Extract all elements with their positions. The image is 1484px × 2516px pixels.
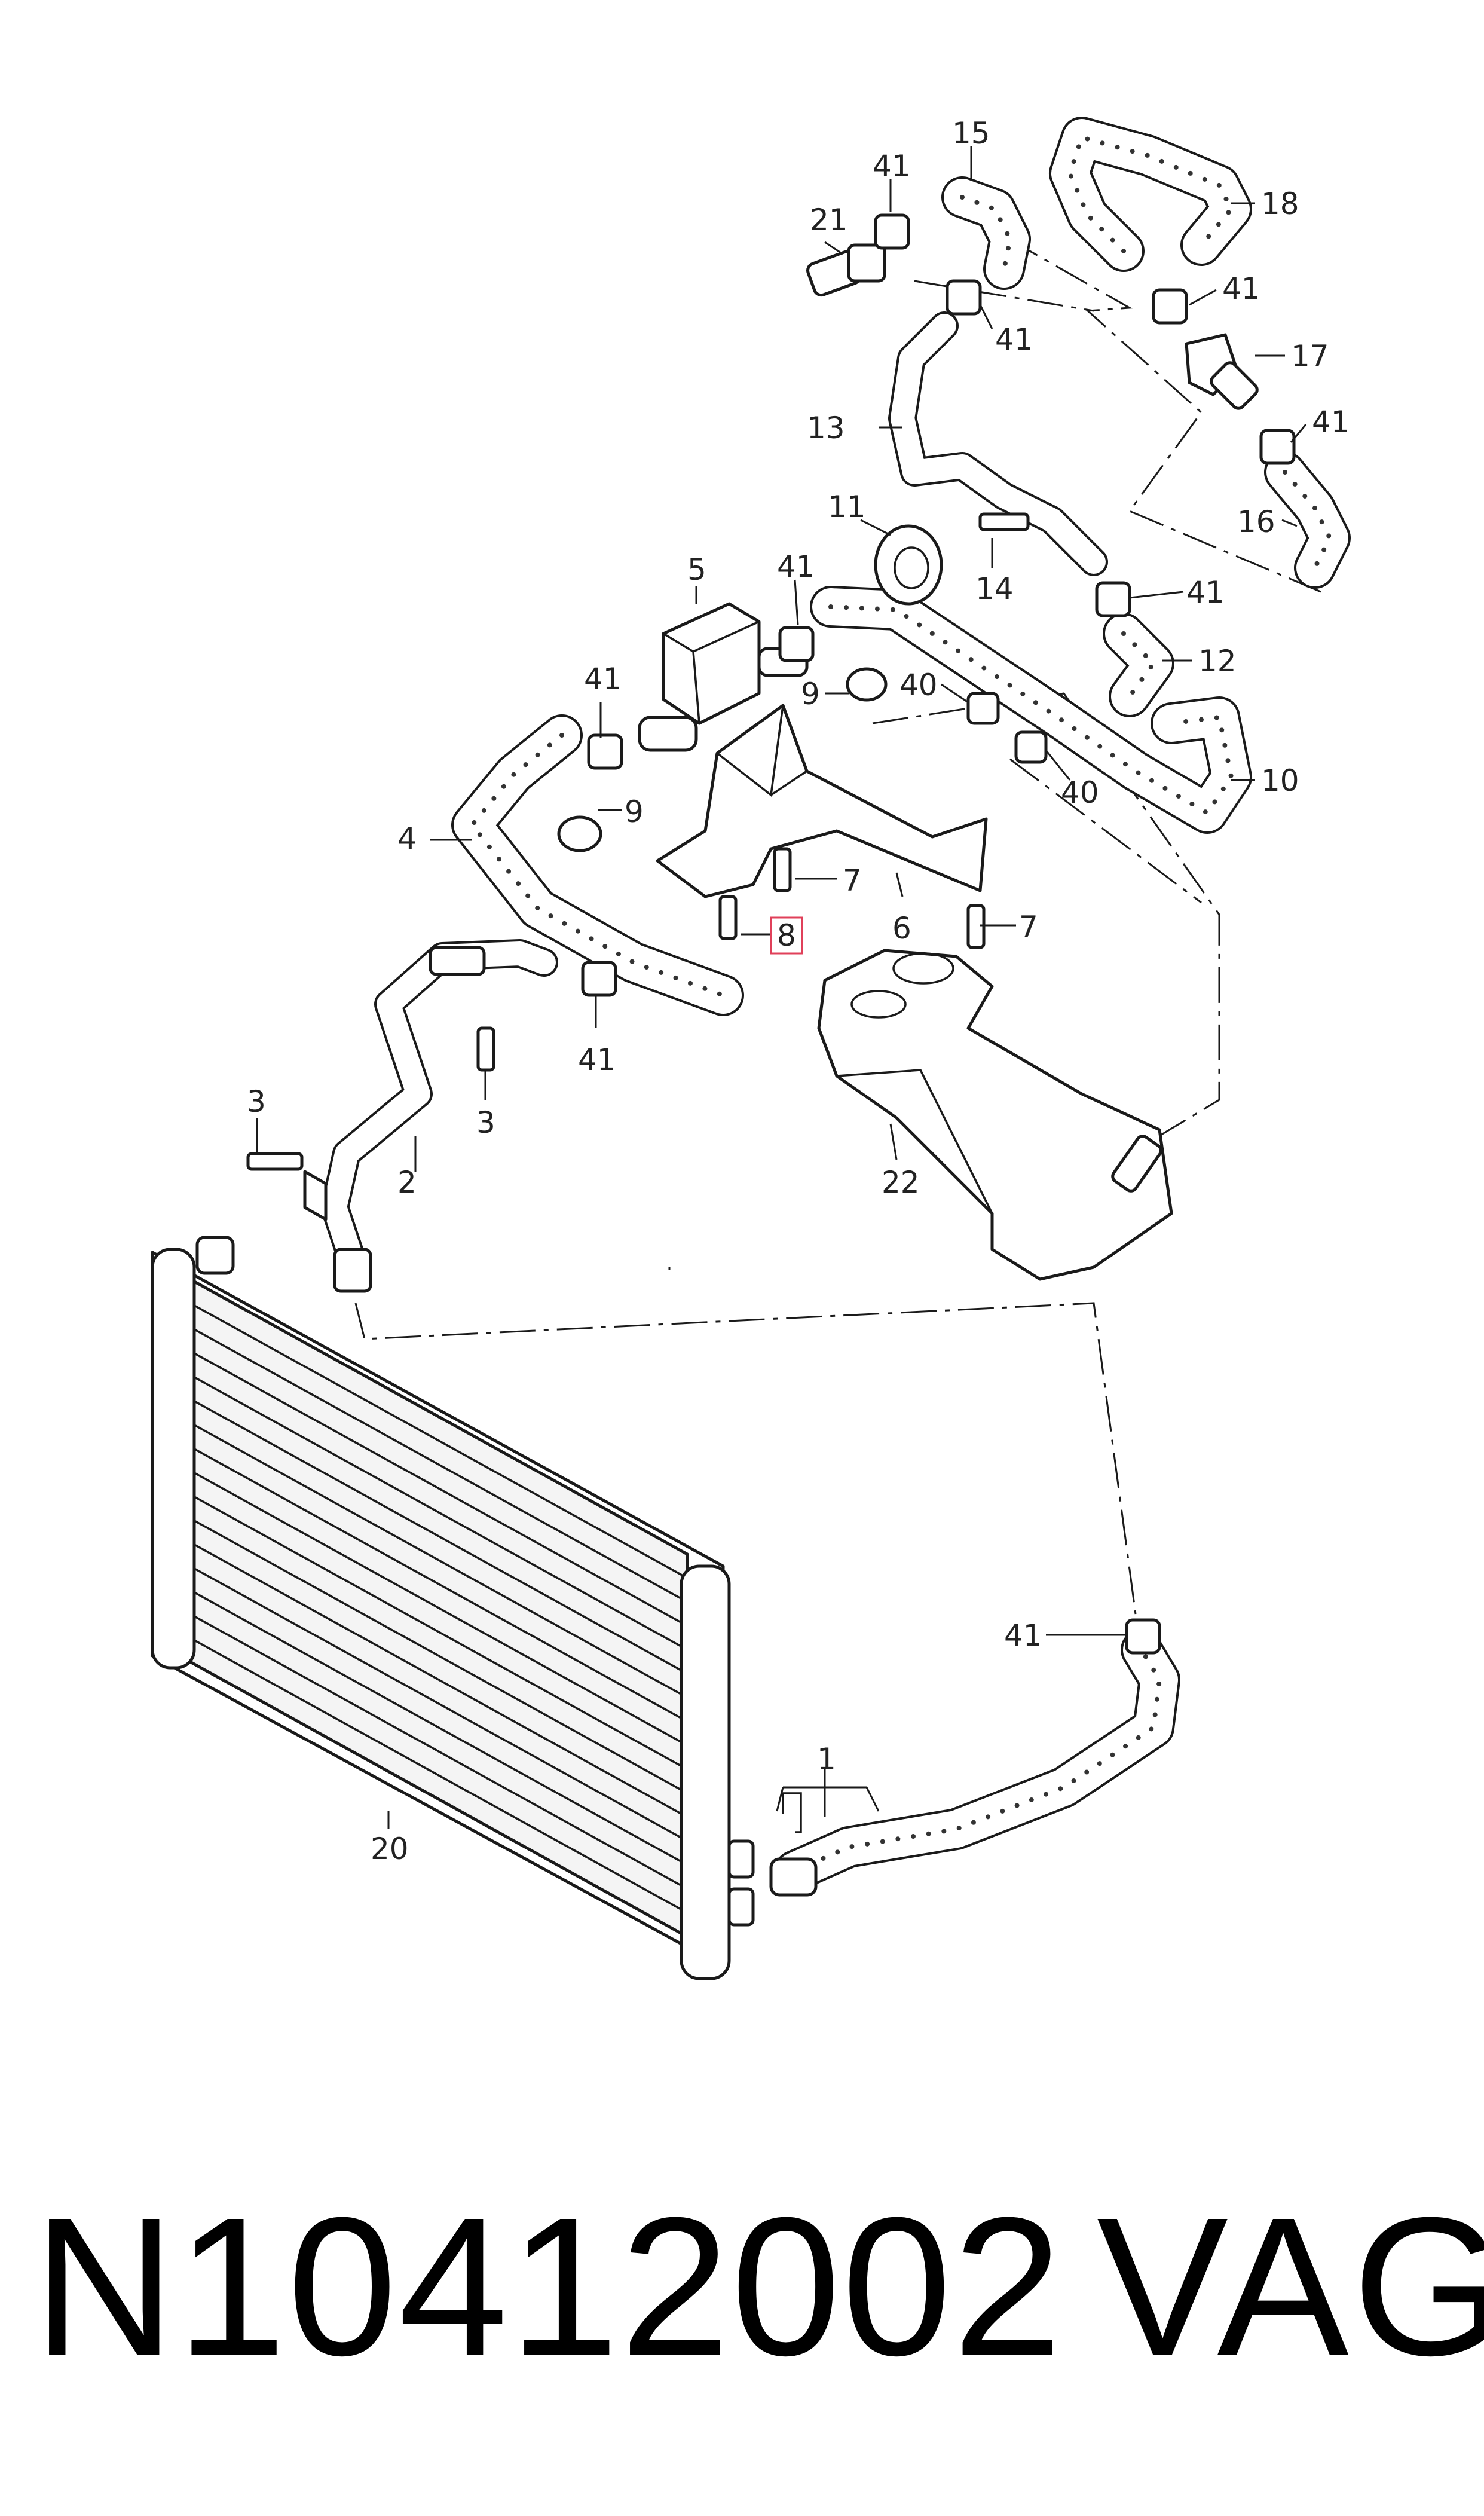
- label-12[interactable]: 12: [1198, 644, 1237, 678]
- label-41[interactable]: 41: [1222, 271, 1260, 306]
- hose-clamp[interactable]: [557, 815, 602, 852]
- label-11[interactable]: 11: [828, 490, 866, 524]
- hose-clamp[interactable]: [1152, 288, 1188, 325]
- connector-21[interactable]: [806, 243, 886, 297]
- label-22[interactable]: 22: [882, 1165, 920, 1200]
- hose-10[interactable]: [810, 586, 1252, 834]
- label-7[interactable]: 7: [1019, 910, 1038, 944]
- connector-17[interactable]: [1185, 333, 1259, 411]
- bolt[interactable]: [476, 1026, 495, 1072]
- hose-clamp[interactable]: [1259, 429, 1296, 465]
- label-20[interactable]: 20: [371, 1832, 409, 1866]
- leader-lines: [256, 146, 1307, 1829]
- label-41[interactable]: 41: [995, 322, 1033, 357]
- radiator[interactable]: [151, 1236, 755, 1980]
- radiator-fins: [179, 1296, 688, 1914]
- label-8[interactable]: 8: [777, 918, 796, 953]
- label-9[interactable]: 9: [801, 677, 820, 711]
- label-15[interactable]: 15: [952, 116, 990, 151]
- highlight-box: [770, 916, 803, 955]
- label-21[interactable]: 21: [810, 203, 848, 237]
- label-41[interactable]: 41: [1312, 405, 1350, 439]
- hose-16[interactable]: [1264, 451, 1351, 589]
- label-9[interactable]: 9: [625, 794, 644, 829]
- coolant-pipe[interactable]: [303, 939, 558, 1293]
- brand-name: VAG: [1097, 2176, 1484, 2396]
- label-5[interactable]: 5: [687, 552, 706, 587]
- oil-cooler-housing[interactable]: [817, 949, 1173, 1281]
- hose-12[interactable]: [1103, 613, 1174, 717]
- label-41[interactable]: 41: [584, 662, 622, 696]
- hose-4[interactable]: [451, 714, 744, 1016]
- label-14[interactable]: 14: [975, 571, 1014, 606]
- hose-clamp[interactable]: [874, 213, 910, 250]
- hose-clamp[interactable]: [778, 626, 815, 662]
- label-6[interactable]: 6: [892, 911, 911, 946]
- pipe-13[interactable]: [888, 311, 1108, 576]
- label-7[interactable]: 7: [843, 863, 862, 898]
- label-1[interactable]: 1: [817, 1742, 836, 1777]
- clamps: [557, 213, 1296, 1655]
- label-41[interactable]: 41: [777, 549, 815, 584]
- bolt[interactable]: [246, 1152, 304, 1171]
- label-16[interactable]: 16: [1237, 505, 1275, 539]
- label-41[interactable]: 41: [873, 149, 911, 184]
- hose-15[interactable]: [941, 176, 1031, 290]
- label-41[interactable]: 41: [578, 1043, 616, 1077]
- part-number: N10412002: [33, 2176, 1064, 2396]
- hose-clamp[interactable]: [946, 279, 982, 316]
- label-13[interactable]: 13: [807, 411, 845, 445]
- bolt[interactable]: [773, 847, 792, 892]
- hose-1[interactable]: [769, 1629, 1180, 1897]
- label-17[interactable]: 17: [1291, 339, 1329, 374]
- hose-clamp[interactable]: [581, 961, 617, 997]
- bolts: [246, 512, 1030, 1171]
- hose-18[interactable]: [1049, 117, 1252, 272]
- bolt[interactable]: [966, 904, 986, 949]
- bracket[interactable]: [656, 704, 988, 898]
- label-40[interactable]: 40: [1061, 775, 1099, 810]
- bolt[interactable]: [718, 895, 738, 940]
- hose-clamp[interactable]: [1095, 581, 1131, 617]
- connection-lines: [354, 208, 1321, 1615]
- label-18[interactable]: 18: [1261, 187, 1299, 221]
- label-4[interactable]: 4: [397, 821, 417, 856]
- label-2[interactable]: 2: [397, 1165, 417, 1200]
- part-labels: 1 2 3 3 4 5 6 7 7 8 9 9 10 11 12 13 14 1…: [247, 116, 1350, 1866]
- hose-clamp[interactable]: [587, 733, 623, 770]
- label-10[interactable]: 10: [1261, 763, 1299, 798]
- hose-clamp[interactable]: [846, 667, 888, 702]
- label-3[interactable]: 3: [476, 1105, 495, 1140]
- hose-clamp[interactable]: [966, 692, 1000, 725]
- bolt[interactable]: [978, 512, 1030, 531]
- hose-clamp[interactable]: [1125, 1618, 1161, 1655]
- label-41[interactable]: 41: [1186, 575, 1225, 610]
- rubber-damper[interactable]: [874, 524, 943, 606]
- label-40[interactable]: 40: [899, 668, 938, 702]
- label-41[interactable]: 41: [1004, 1618, 1042, 1653]
- hose-clamp[interactable]: [1014, 730, 1048, 764]
- label-3[interactable]: 3: [247, 1084, 266, 1119]
